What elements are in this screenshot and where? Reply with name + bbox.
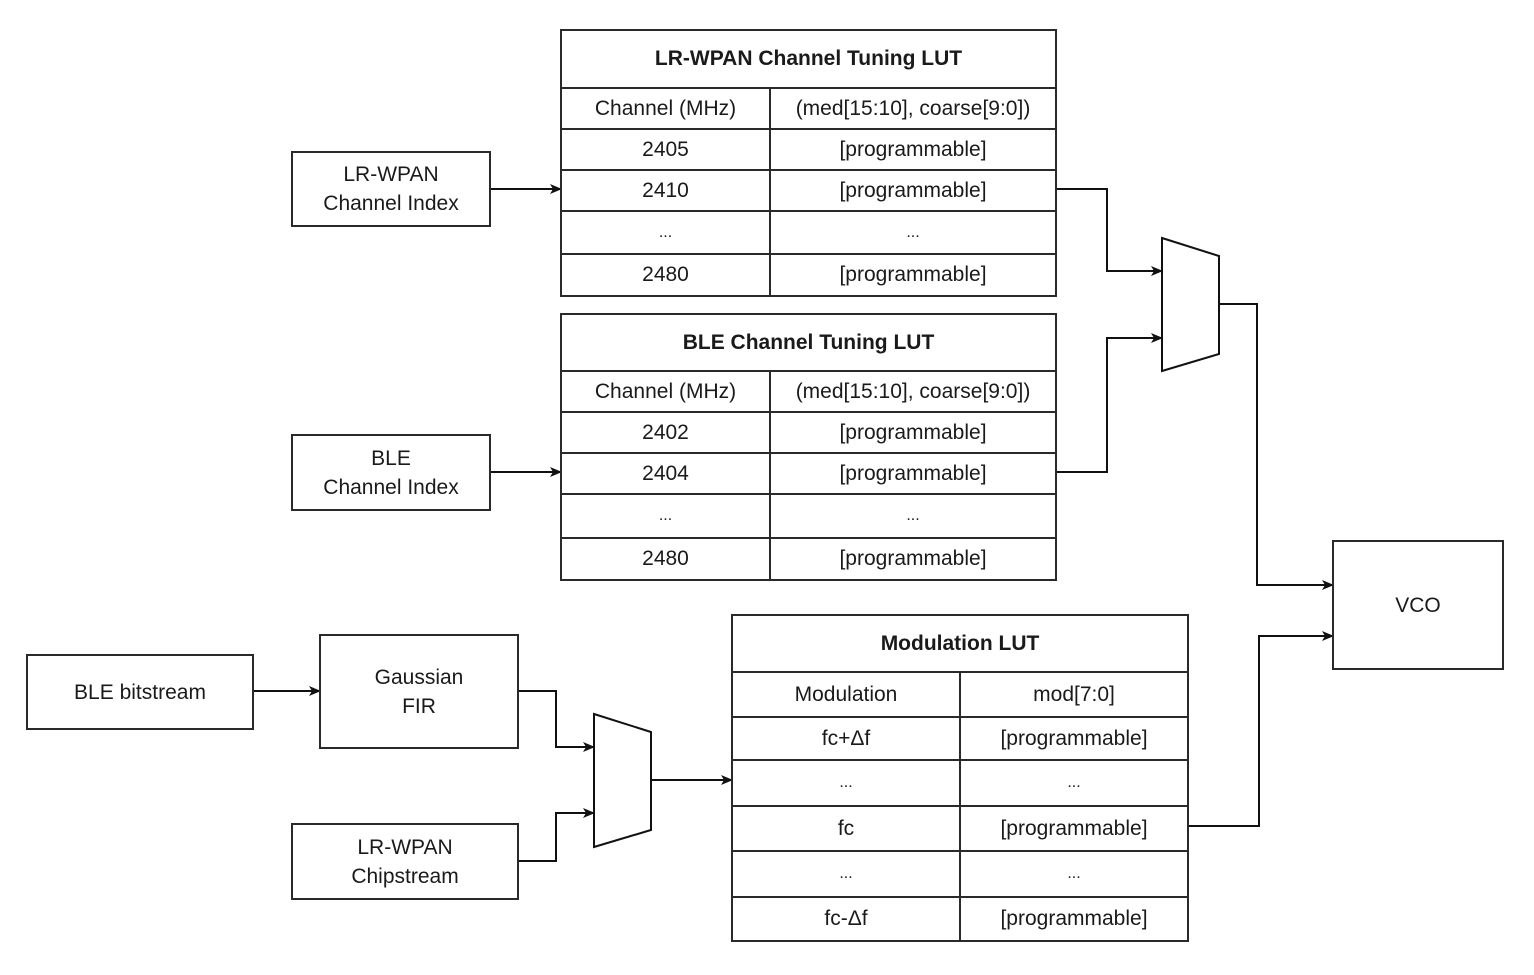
lut-cell-value: ... [769,493,1057,539]
lr-wpan-chipstream-box: LR-WPAN Chipstream [291,823,519,900]
channel-mux [1161,236,1220,373]
gaussian-fir-label: Gaussian FIR [374,665,464,718]
lut-cell-value: [programmable] [768,128,1058,171]
vco-box: VCO [1332,540,1504,670]
wire-lrwpan-lut-to-mux [1053,188,1163,276]
lut-row: ... ... [731,850,1190,898]
lut-row: 2405 [programmable] [560,128,1058,171]
lut-row: ... ... [560,493,1057,539]
lut-cell-channel: ... [560,210,771,255]
lut-row: 2480 [programmable] [560,537,1057,581]
lut-cell-value: ... [768,210,1058,255]
lut-cell-value: [programmable] [768,169,1058,212]
wire-chipstream-to-mux [518,808,595,862]
lut-header-mod: mod[7:0] [958,671,1190,718]
lut-row: fc [programmable] [731,805,1190,852]
ble-channel-index-label: BLE Channel Index [323,446,459,499]
lut-cell-value: [programmable] [768,253,1058,297]
modulation-lut: Modulation LUT Modulation mod[7:0] fc+Δf… [730,614,1190,942]
lut-cell-channel: 2404 [560,452,771,495]
lut-cell-channel: 2402 [560,411,771,454]
lut-title: LR-WPAN Channel Tuning LUT [559,29,1058,89]
ble-channel-index-box: BLE Channel Index [291,434,491,511]
vco-label: VCO [1395,593,1441,617]
lut-row: 2402 [programmable] [560,411,1057,454]
lut-header-channel: Channel (MHz) [560,87,771,130]
lut-cell-channel: 2410 [560,169,771,212]
lut-cell-value: ... [958,850,1190,898]
lut-cell-channel: 2405 [560,128,771,171]
wire-channel-mux-to-vco [1219,303,1334,590]
wire-ble-lut-to-mux [1053,333,1163,473]
wire-mod-lut-to-vco [1186,631,1334,827]
lr-wpan-chipstream-label: LR-WPAN Chipstream [351,835,459,888]
lut-cell-modulation: fc+Δf [731,716,961,761]
lr-wpan-channel-index-box: LR-WPAN Channel Index [291,151,491,227]
lut-cell-channel: 2480 [560,537,771,581]
lut-cell-value: [programmable] [958,716,1190,761]
lut-title: BLE Channel Tuning LUT [560,313,1057,372]
lr-wpan-channel-tuning-lut: LR-WPAN Channel Tuning LUT Channel (MHz)… [559,29,1058,297]
lut-header-channel: Channel (MHz) [560,370,771,413]
lut-cell-value: [programmable] [958,896,1190,942]
lut-cell-value: ... [958,759,1190,807]
lut-cell-modulation: ... [731,759,961,807]
lut-cell-channel: ... [560,493,771,539]
lut-row: ... ... [731,759,1190,807]
ble-bitstream-box: BLE bitstream [26,654,254,730]
lut-cell-channel: 2480 [560,253,771,297]
lut-header-modulation: Modulation [731,671,961,718]
ble-channel-tuning-lut: BLE Channel Tuning LUT Channel (MHz) (me… [560,313,1057,581]
lut-cell-value: [programmable] [769,411,1057,454]
lut-header-tuning: (med[15:10], coarse[9:0]) [769,370,1057,413]
ble-bitstream-label: BLE bitstream [74,680,206,704]
lut-title: Modulation LUT [730,614,1190,673]
lut-cell-value: [programmable] [769,452,1057,495]
gaussian-fir-box: Gaussian FIR [319,634,519,749]
lut-row: 2404 [programmable] [560,452,1057,495]
lut-row: ... ... [560,210,1058,255]
lut-row: fc-Δf [programmable] [731,896,1190,942]
lut-header-tuning: (med[15:10], coarse[9:0]) [768,87,1058,130]
lut-row: 2480 [programmable] [560,253,1058,297]
wire-fir-to-mux [518,690,595,752]
lut-cell-modulation: ... [731,850,961,898]
lr-wpan-channel-index-label: LR-WPAN Channel Index [323,163,459,215]
modulation-mux [593,712,652,849]
lut-row: fc+Δf [programmable] [731,716,1190,761]
lut-cell-value: [programmable] [958,805,1190,852]
lut-row: 2410 [programmable] [560,169,1058,212]
lut-cell-value: [programmable] [769,537,1057,581]
lut-cell-modulation: fc [731,805,961,852]
lut-cell-modulation: fc-Δf [731,896,961,942]
